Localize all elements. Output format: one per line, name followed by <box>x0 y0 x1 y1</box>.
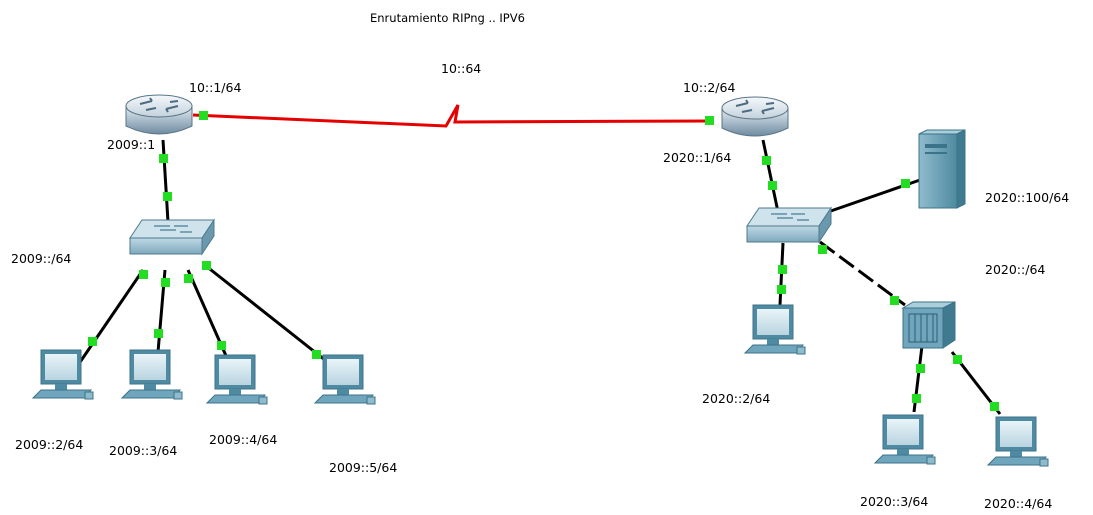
pc-7[interactable] <box>986 416 1049 467</box>
switch-icon <box>746 206 832 244</box>
label-pc6: 2020::3/64 <box>860 494 928 509</box>
pc-3[interactable] <box>205 354 268 405</box>
serial-link-r1-r2[interactable] <box>192 104 713 128</box>
diagram-title: Enrutamiento RIPng .. IPV6 <box>370 11 525 25</box>
label-r2-serial: 10::2/64 <box>683 80 735 95</box>
pc-5[interactable] <box>743 304 806 355</box>
port-dot <box>890 296 899 305</box>
switch-icon <box>129 218 215 256</box>
port-dot <box>901 179 910 188</box>
port-dot <box>139 270 148 279</box>
link-sw2-hub[interactable] <box>819 240 906 307</box>
label-pc5: 2020::2/64 <box>702 391 770 406</box>
port-dot <box>778 265 787 274</box>
server-icon <box>918 129 966 209</box>
label-pc3: 2009::4/64 <box>209 432 277 447</box>
port-dot <box>217 341 226 350</box>
pc-4[interactable] <box>313 354 376 405</box>
label-lan1-net: 2009::/64 <box>11 251 71 266</box>
port-dot <box>916 364 925 373</box>
port-dot <box>202 261 211 270</box>
pc-icon <box>120 349 183 400</box>
label-lan2-net: 2020::/64 <box>985 262 1045 277</box>
label-pc4: 2009::5/64 <box>329 460 397 475</box>
router-r1[interactable] <box>125 94 193 135</box>
pc-icon <box>873 414 936 465</box>
port-dot <box>312 350 321 359</box>
hub-device[interactable] <box>901 301 956 349</box>
pc-icon <box>743 304 806 355</box>
labels: Enrutamiento RIPng .. IPV6 10::1/64 10::… <box>11 11 1069 511</box>
port-dot <box>762 156 771 165</box>
link-r1-sw1[interactable] <box>161 139 170 223</box>
pc-icon <box>205 354 268 405</box>
port-dot <box>818 245 827 254</box>
link-r2-sw2[interactable] <box>761 139 780 213</box>
port-dot <box>990 402 999 411</box>
port-dot <box>199 111 208 120</box>
port-dot <box>159 154 168 163</box>
pc-2[interactable] <box>120 349 183 400</box>
port-dot <box>705 116 714 125</box>
link-sw1-pc4[interactable] <box>205 264 326 362</box>
label-pc7: 2020::4/64 <box>984 496 1052 511</box>
port-dot <box>163 192 172 201</box>
link-sw1-pc1[interactable] <box>74 269 145 369</box>
port-dot <box>161 278 170 287</box>
pc-icon <box>313 354 376 405</box>
label-r1-lan: 2009::1 <box>107 137 155 152</box>
server-device[interactable] <box>918 129 966 209</box>
label-wan-net: 10::64 <box>441 61 481 76</box>
pc-6[interactable] <box>873 414 936 465</box>
pc-icon <box>31 349 94 400</box>
port-dot <box>953 355 962 364</box>
port-indicators <box>88 111 999 411</box>
label-pc1: 2009::2/64 <box>15 437 83 452</box>
router-icon <box>721 96 789 137</box>
router-icon <box>125 94 193 135</box>
label-r2-lan: 2020::1/64 <box>663 150 731 165</box>
port-dot <box>184 274 193 283</box>
port-dot <box>912 394 921 403</box>
pc-1[interactable] <box>31 349 94 400</box>
label-server: 2020::100/64 <box>985 190 1069 205</box>
switch-sw2[interactable] <box>746 206 832 244</box>
switch-sw1[interactable] <box>129 218 215 256</box>
port-dot <box>88 337 97 346</box>
label-r1-serial: 10::1/64 <box>189 80 241 95</box>
port-dot <box>777 285 786 294</box>
label-pc2: 2009::3/64 <box>109 443 177 458</box>
pc-icon <box>986 416 1049 467</box>
port-dot <box>154 329 163 338</box>
port-dot <box>768 181 777 190</box>
hub-icon <box>901 301 956 349</box>
router-r2[interactable] <box>721 96 789 137</box>
